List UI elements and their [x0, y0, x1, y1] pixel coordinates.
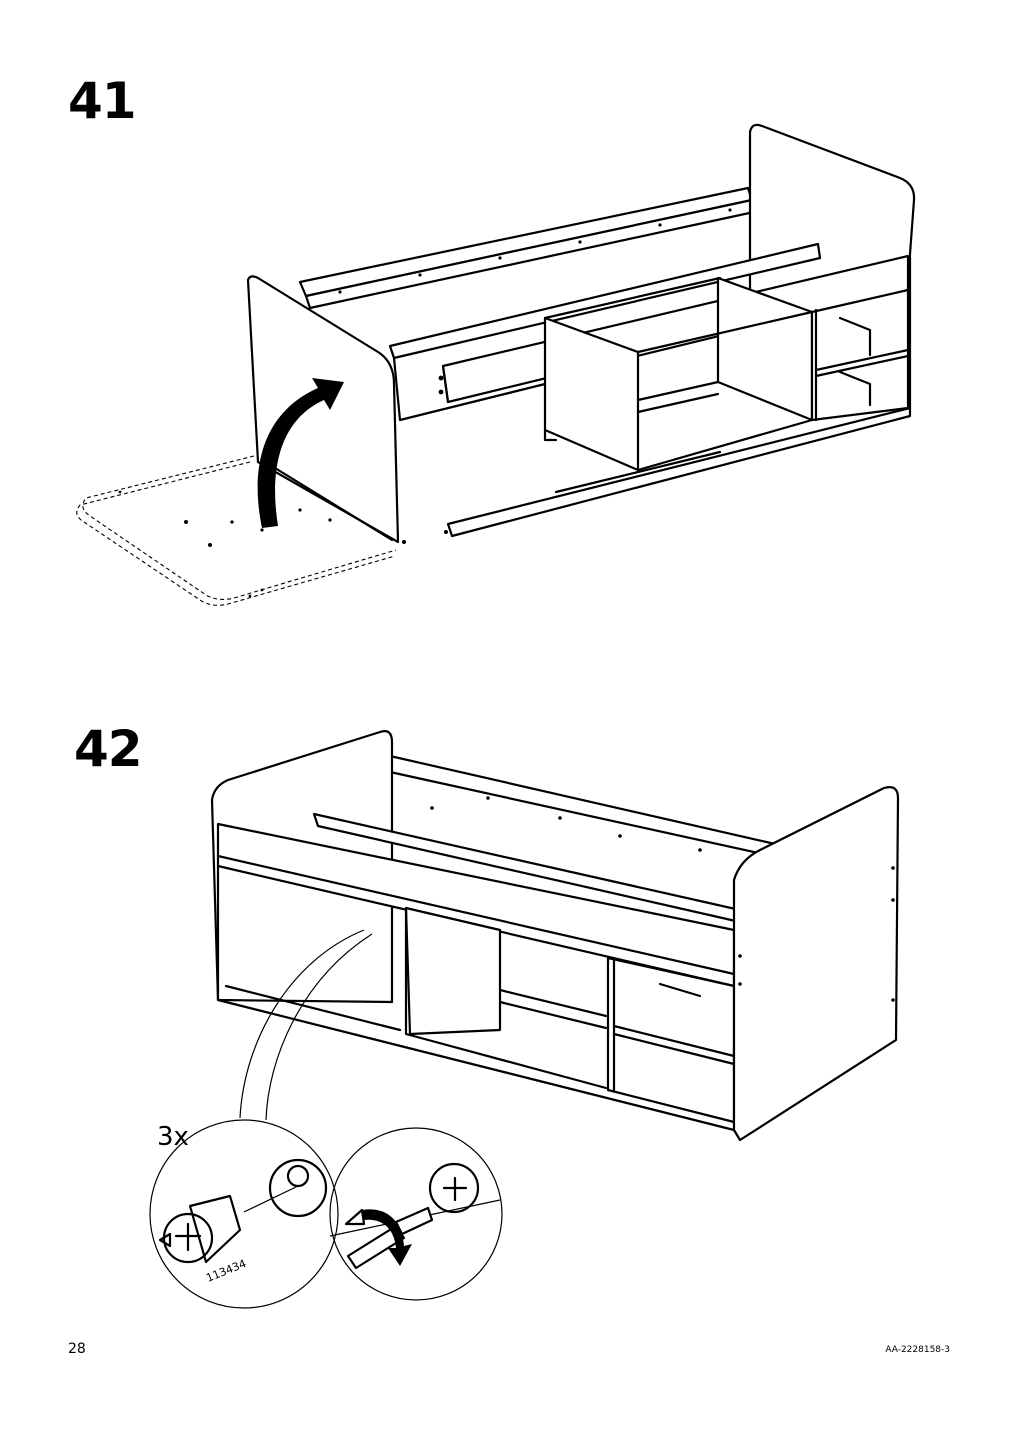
center-divider	[404, 906, 502, 1036]
quantity-label: 3x	[157, 1122, 189, 1152]
cam-lock-fitting-icon	[158, 1158, 328, 1264]
step-number-41: 41	[68, 72, 137, 130]
page-number: 28	[68, 1341, 86, 1357]
rotation-arrow-icon	[257, 378, 344, 528]
headboard-previous-position	[76, 461, 396, 606]
front-lower-frame	[216, 864, 736, 1132]
turning-detail-circle	[329, 1127, 503, 1301]
cam-fitting-detail-circle	[149, 1119, 339, 1309]
document-code: AA-2228158-3	[885, 1345, 950, 1355]
callout-line	[239, 929, 365, 1119]
inner-back-panel	[388, 242, 822, 360]
cam-lock-fitting-icon	[428, 1162, 480, 1214]
right-headboard	[732, 786, 900, 1142]
step-number-42: 42	[74, 720, 143, 778]
turn-clockwise-arrow-icon	[362, 1209, 412, 1266]
step-41-illustration	[76, 123, 916, 606]
headboard-holes	[118, 490, 332, 598]
bottom-front-rail	[446, 406, 912, 538]
